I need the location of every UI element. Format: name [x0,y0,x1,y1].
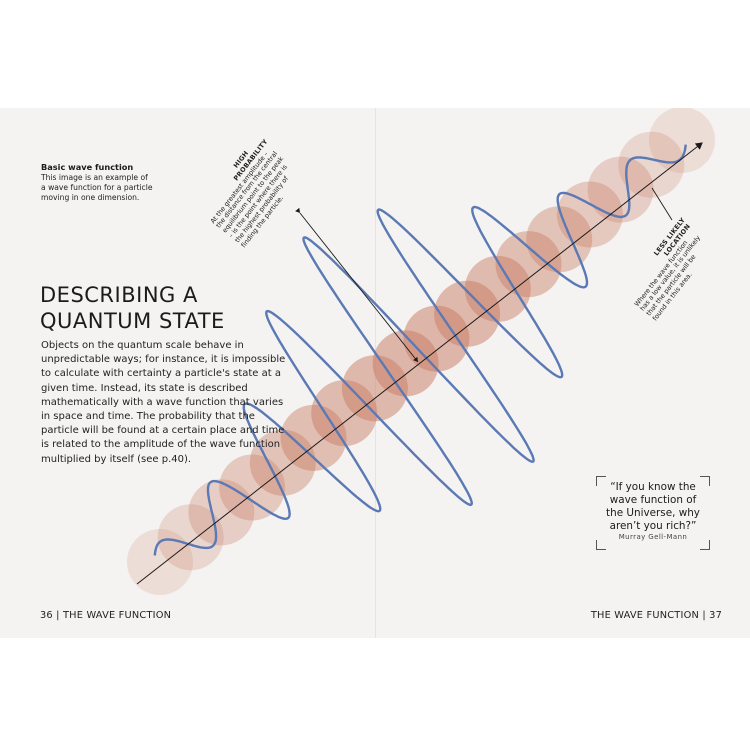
probability-circle [587,156,654,223]
probability-circle [249,429,316,496]
caption-title: Basic wave function [41,162,134,172]
probability-circle [188,479,255,546]
quote-line-3: the Universe, why [606,507,700,519]
page-title-line-1: DESCRIBING A [40,283,198,307]
probability-circle [556,181,623,248]
probability-circle [219,454,286,521]
quote-line-2: wave function of [609,494,697,506]
low-location-leader [651,187,673,221]
probability-circles [127,108,715,595]
page-title-line-2: QUANTUM STATE [40,309,225,333]
caption-body: This image is an example of a wave funct… [41,173,153,202]
probability-circle [526,206,593,273]
quote-bracket-top-right [700,476,710,486]
probability-circle [495,231,562,298]
pull-quote: “If you know the wave function of the Un… [596,476,710,550]
quote-bracket-top-left [596,476,606,486]
quote-author: Murray Gell-Mann [618,533,688,541]
wave-function-diagram [127,108,715,595]
probability-circle [311,380,378,447]
body-paragraph: Objects on the quantum scale behave in u… [41,340,286,465]
quote-line-1: “If you know the [610,481,696,493]
book-spread: Basic wave function This image is an exa… [0,108,750,638]
probability-circle [649,108,715,173]
footer-left-page-number: 36 | THE WAVE FUNCTION [40,610,172,621]
amplitude-arrow [295,207,419,363]
wave-curve [153,144,687,556]
probability-circle [157,504,224,571]
quote-bracket-bottom-left [596,540,606,550]
quote-text: “If you know the wave function of the Un… [600,481,706,533]
quote-bracket-bottom-right [700,540,710,550]
page-title: DESCRIBING A QUANTUM STATE [40,282,225,334]
probability-circle [403,305,470,372]
probability-circle [618,131,685,198]
footer-right-page-number: THE WAVE FUNCTION | 37 [590,610,722,621]
position-axis [136,142,703,585]
quote-line-4: aren’t you rich?” [609,520,697,532]
